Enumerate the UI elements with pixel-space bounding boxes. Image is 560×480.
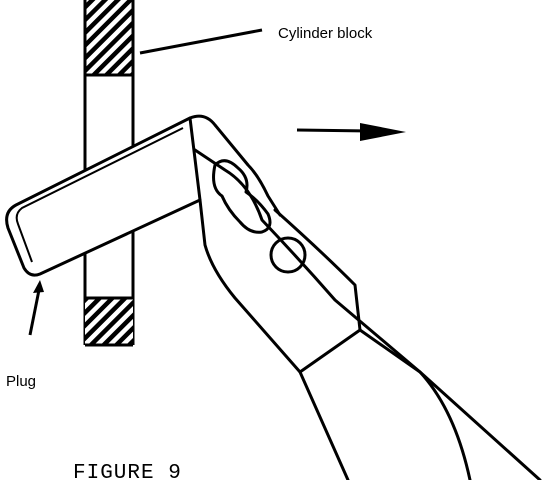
pliers-pivot-bolt [269, 236, 307, 274]
pliers-lower-handle-outline [198, 198, 350, 480]
lower-hatched-section [85, 298, 133, 345]
plug-leader-arrowhead [33, 280, 44, 293]
plug [5, 116, 202, 277]
upper-hatched-section [85, 0, 133, 75]
pliers-serrated-jaw [212, 159, 272, 234]
pliers-pivot-plate [273, 208, 362, 374]
cylinder-block-leader [139, 28, 263, 55]
plug-label: Plug [6, 373, 36, 390]
pliers [188, 114, 542, 480]
plug-leader [28, 284, 42, 336]
pliers-upper-handle-outline [358, 328, 542, 480]
cylinder-block-label: Cylinder block [278, 25, 373, 42]
figure-caption: FIGURE 9 [73, 462, 182, 480]
pliers-upper-jaw-outline [188, 114, 282, 217]
pull-direction-arrow [296, 123, 406, 141]
pliers-middle-outline [193, 148, 472, 480]
